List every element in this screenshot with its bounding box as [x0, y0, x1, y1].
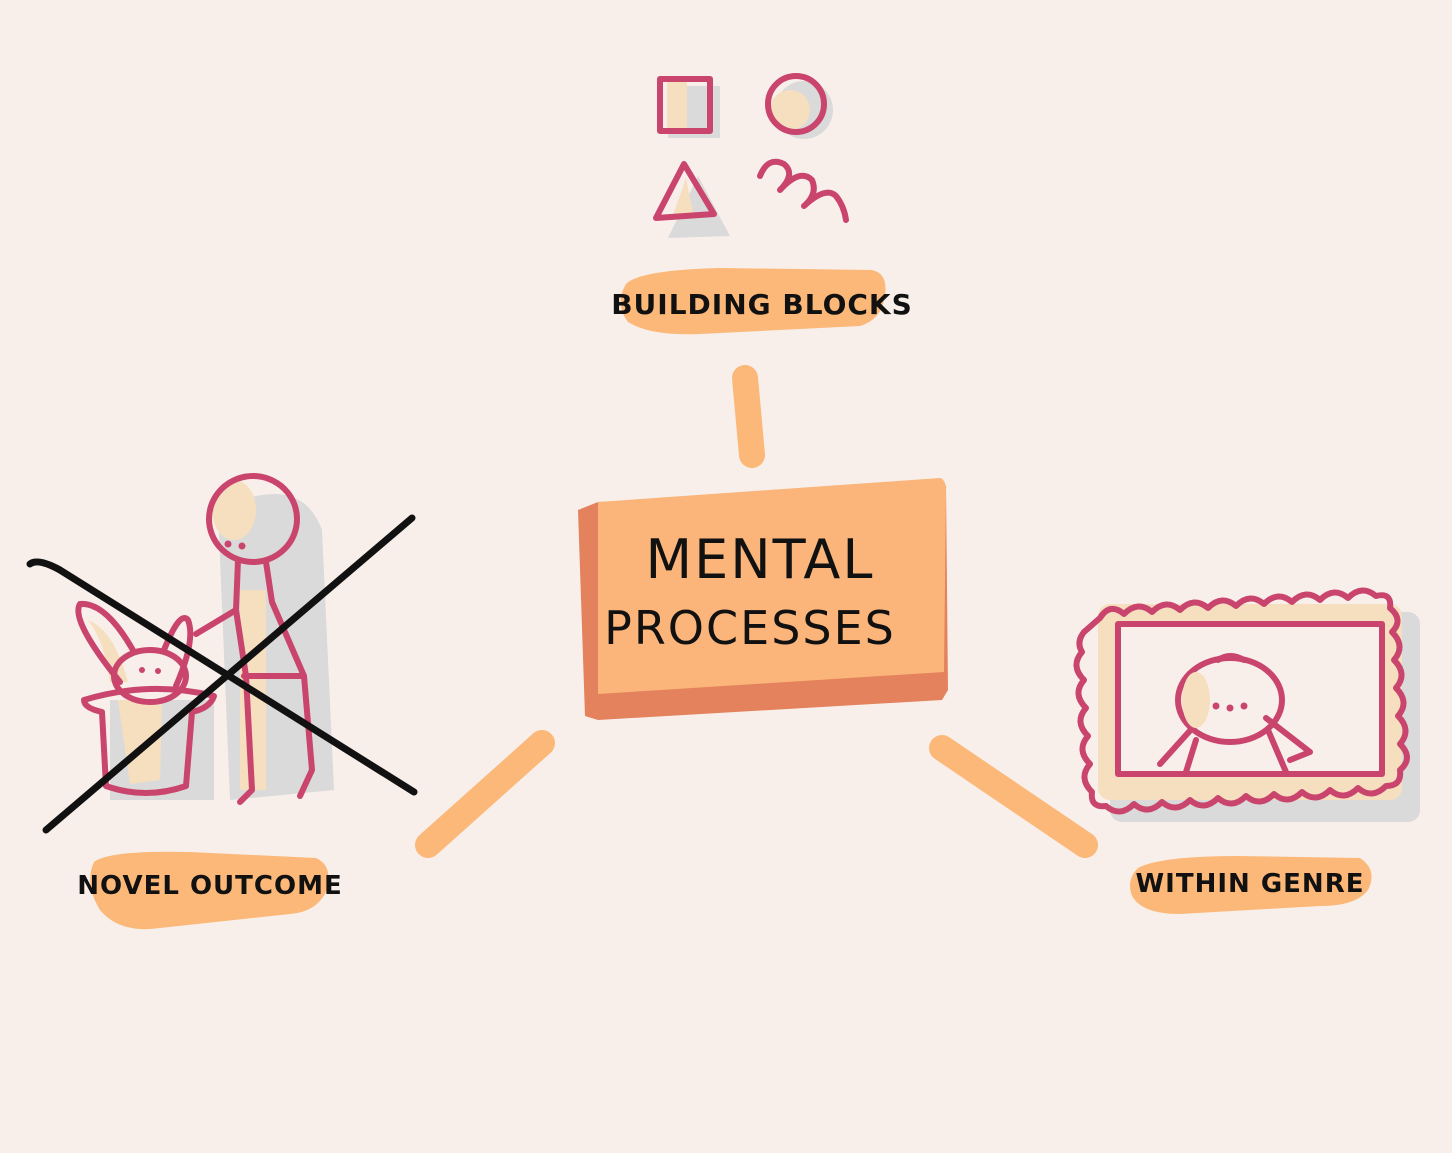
shapes-icon — [653, 73, 849, 238]
center-title-line1: MENTAL — [646, 528, 875, 591]
center-node: MENTAL PROCESSES — [578, 478, 948, 720]
inner-frame — [1115, 621, 1385, 777]
magician-head — [206, 473, 300, 565]
magician-arm — [193, 607, 239, 637]
rabbit-head — [111, 647, 189, 705]
cross-line-2 — [42, 514, 416, 834]
center-box — [598, 478, 946, 694]
label-building-blocks: BUILDING BLOCKS — [611, 288, 913, 321]
node-within-genre: WITHIN GENRE — [1073, 587, 1420, 914]
connectors — [415, 365, 1098, 858]
connector-left — [415, 730, 555, 858]
node-novel-outcome: NOVEL OUTCOME — [26, 473, 418, 930]
scalloped-frame — [1073, 587, 1410, 815]
portrait-body — [1183, 727, 1289, 775]
center-title-line2: PROCESSES — [604, 601, 896, 655]
label-within-genre: WITHIN GENRE — [1136, 869, 1365, 899]
label-highlight-right — [1130, 856, 1372, 914]
triangle-shape — [653, 161, 717, 221]
crossed-out-magician-rabbit-icon — [26, 473, 418, 834]
rabbit-ears — [75, 600, 194, 689]
label-novel-outcome: NOVEL OUTCOME — [77, 871, 342, 901]
connector-right — [929, 735, 1098, 858]
portrait-hair — [1215, 653, 1247, 663]
connector-top — [732, 365, 765, 468]
square-shape — [657, 76, 713, 134]
squiggle-shape — [757, 158, 849, 223]
node-building-blocks: BUILDING BLOCKS — [611, 73, 913, 335]
circle-shape — [765, 73, 827, 135]
magic-hat — [81, 685, 217, 796]
cross-line-1 — [26, 558, 418, 796]
label-highlight-left — [90, 851, 329, 930]
label-highlight-top — [620, 268, 886, 335]
framed-portrait-icon — [1073, 587, 1420, 822]
